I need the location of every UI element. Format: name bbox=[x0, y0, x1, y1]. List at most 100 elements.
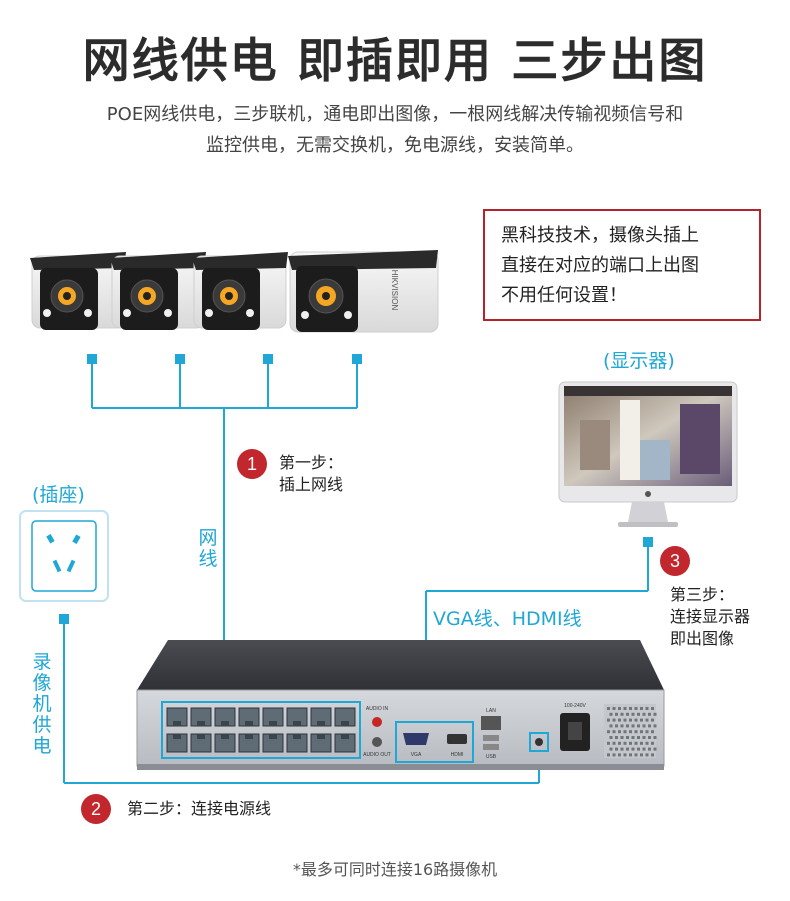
step-3-line-3: 即出图像 bbox=[670, 629, 735, 648]
vent-hole bbox=[618, 741, 621, 745]
vent-hole bbox=[634, 707, 638, 710]
vent-hole bbox=[651, 718, 654, 722]
vent-hole bbox=[612, 718, 616, 722]
socket-label: (插座) bbox=[32, 484, 85, 506]
vent-hole bbox=[651, 730, 654, 734]
notice-line-2: 直接在对应的端口上出图 bbox=[501, 255, 699, 276]
footnote: *最多可同时连接16路摄像机 bbox=[292, 860, 498, 879]
vent-hole bbox=[648, 736, 651, 739]
vent-hole bbox=[629, 753, 632, 757]
step-1-line-2: 插上网线 bbox=[279, 475, 344, 494]
step-1-line-1: 第一步： bbox=[279, 453, 344, 472]
vent-hole bbox=[653, 724, 657, 728]
poe-port-tab bbox=[269, 721, 277, 726]
poe-port-tab bbox=[221, 734, 229, 739]
vent-hole bbox=[618, 753, 621, 757]
vent-hole bbox=[642, 736, 646, 739]
vent-hole bbox=[618, 718, 621, 722]
poe-port-tab bbox=[173, 734, 181, 739]
step-1-text: 第一步： 插上网线 bbox=[279, 452, 343, 496]
vent-hole bbox=[651, 707, 654, 710]
vent-hole bbox=[612, 707, 616, 710]
vent-hole bbox=[645, 718, 649, 722]
vent-hole bbox=[623, 707, 627, 710]
poe-port-tab bbox=[173, 721, 181, 726]
vent-hole bbox=[607, 730, 610, 734]
vent-hole bbox=[612, 741, 616, 745]
vent-hole bbox=[642, 724, 646, 728]
vent-hole bbox=[634, 753, 638, 757]
nvr-power-label: 录像机供电 bbox=[32, 651, 52, 757]
camera-2 bbox=[110, 252, 206, 330]
vent-hole bbox=[629, 718, 632, 722]
camera-1 bbox=[30, 252, 126, 330]
vent-hole bbox=[626, 712, 629, 716]
power-cable-connector bbox=[59, 614, 69, 624]
vent-hole bbox=[612, 753, 616, 757]
vent-hole bbox=[607, 741, 610, 745]
audio-in-label: AUDIO IN bbox=[366, 706, 389, 712]
vent-hole bbox=[634, 718, 638, 722]
lan-port bbox=[481, 716, 501, 730]
video-cable-connector bbox=[643, 537, 653, 547]
power-input-block bbox=[529, 732, 549, 752]
vent-hole bbox=[607, 753, 610, 757]
vent-hole bbox=[634, 730, 638, 734]
vent-hole bbox=[609, 712, 613, 716]
poe-port-tab bbox=[341, 734, 349, 739]
vent-hole bbox=[609, 736, 613, 739]
notice-line-3: 不用任何设置！ bbox=[501, 285, 627, 306]
poe-ports bbox=[166, 707, 356, 753]
poe-port-block bbox=[161, 701, 361, 759]
vga-port bbox=[403, 733, 429, 745]
poe-port-tab bbox=[293, 734, 301, 739]
poe-port-tab bbox=[341, 721, 349, 726]
lan-label: LAN bbox=[486, 708, 496, 714]
video-port-block bbox=[395, 721, 474, 763]
step-2-text: 第二步：连接电源线 bbox=[127, 799, 272, 818]
vent-hole bbox=[642, 712, 646, 716]
vent-hole bbox=[645, 707, 649, 710]
vent-hole bbox=[623, 718, 627, 722]
vent-hole bbox=[607, 718, 610, 722]
vent-hole bbox=[620, 736, 624, 739]
vent-hole bbox=[631, 712, 635, 716]
vent-hole bbox=[615, 712, 618, 716]
vent-hole bbox=[640, 718, 643, 722]
poe-port-tab bbox=[317, 734, 325, 739]
vent-holes bbox=[607, 707, 657, 757]
poe-port-tab bbox=[197, 734, 205, 739]
vent-hole bbox=[615, 736, 618, 739]
vent-hole bbox=[607, 707, 610, 710]
usb-port bbox=[483, 735, 499, 741]
monitor-image bbox=[558, 381, 738, 527]
socket-icon bbox=[19, 510, 109, 602]
vent-hole bbox=[631, 736, 635, 739]
step-3-badge: 3 bbox=[660, 546, 690, 576]
camera-3 bbox=[192, 252, 288, 330]
step-3-text: 第三步： 连接显示器 即出图像 bbox=[670, 584, 750, 650]
usb-label: USB bbox=[486, 754, 497, 760]
subtitle-line-1: POE网线供电，三步联机，通电即出图像，一根网线解决传输视频信号和 bbox=[106, 104, 684, 125]
poe-port-tab bbox=[221, 721, 229, 726]
vent-hole bbox=[631, 747, 635, 751]
vga-label: VGA bbox=[411, 752, 422, 758]
vent-hole bbox=[637, 724, 640, 728]
vent-hole bbox=[623, 730, 627, 734]
vent-hole bbox=[640, 730, 643, 734]
vent-hole bbox=[634, 741, 638, 745]
vent-hole bbox=[626, 747, 629, 751]
video-cable-label: VGA线、HDMI线 bbox=[433, 608, 582, 630]
nvr-recorder: AUDIO IN AUDIO OUT VGA HDMI LAN USB 100-… bbox=[136, 640, 665, 770]
vent-hole bbox=[640, 753, 643, 757]
vent-hole bbox=[640, 707, 643, 710]
cable-label: 网线 bbox=[198, 527, 218, 570]
hdmi-label: HDMI bbox=[451, 752, 464, 758]
vent-hole bbox=[609, 724, 613, 728]
poe-port-tab bbox=[293, 721, 301, 726]
vent-hole bbox=[618, 730, 621, 734]
vent-hole bbox=[648, 747, 651, 751]
poe-port-tab bbox=[245, 734, 253, 739]
step-1-badge: 1 bbox=[237, 449, 267, 479]
